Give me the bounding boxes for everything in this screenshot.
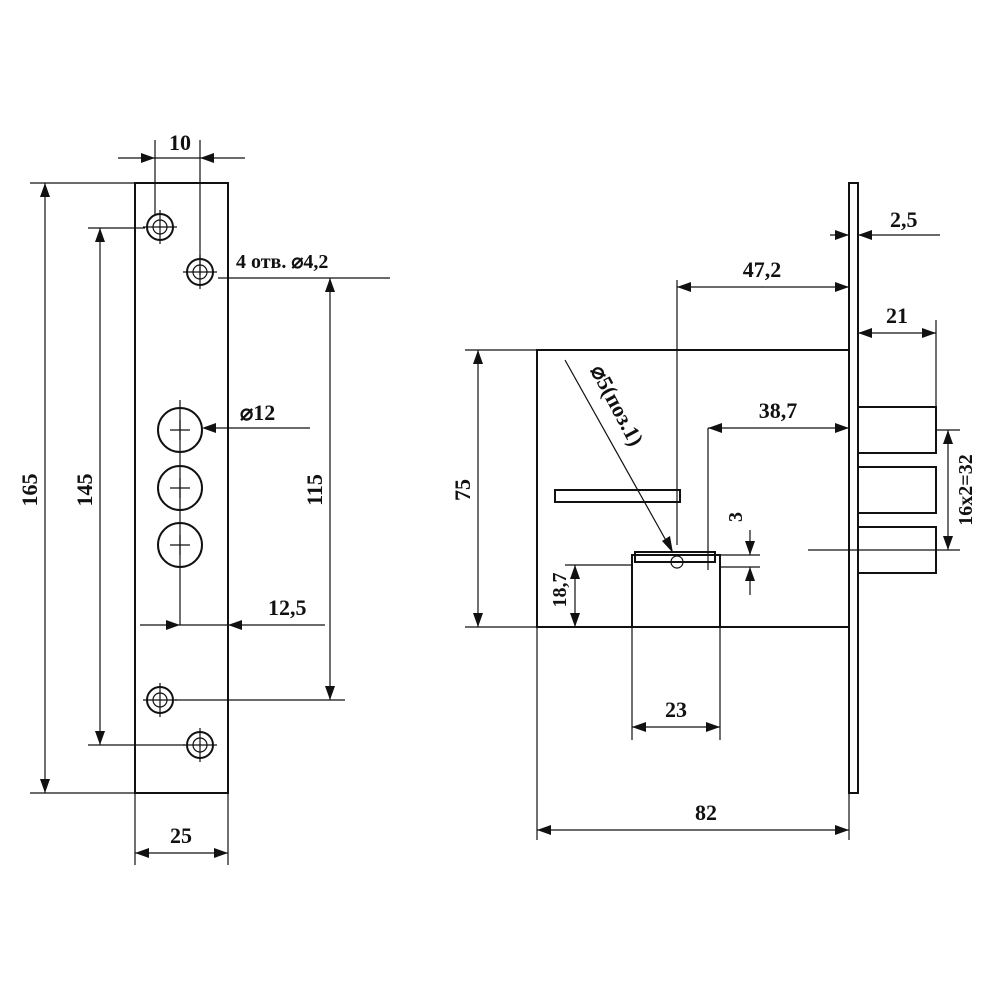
dim-height-165: 165 bbox=[17, 474, 42, 507]
dim-width-25: 25 bbox=[170, 823, 192, 848]
dim-height-75: 75 bbox=[450, 479, 475, 501]
pin-note: ⌀5(поз.1) bbox=[586, 361, 649, 450]
dim-height-115: 115 bbox=[302, 474, 327, 506]
dim-height-145: 145 bbox=[72, 474, 97, 507]
faceplate-side bbox=[848, 182, 859, 794]
dim-offset-12-5: 12,5 bbox=[268, 595, 307, 620]
side-view: 2,5 47,2 21 38,7 16x2=32 75 ⌀5(поз.1) bbox=[450, 182, 977, 840]
lock-body-outline bbox=[536, 349, 850, 628]
dim-height-18-7: 18,7 bbox=[549, 573, 571, 608]
dim-thickness-2-5: 2,5 bbox=[890, 207, 918, 232]
bolt bbox=[857, 406, 937, 454]
cylinder-hole-label: ⌀12 bbox=[240, 400, 275, 425]
dim-slot-3: 3 bbox=[725, 512, 747, 522]
dim-backset-38-7: 38,7 bbox=[759, 398, 798, 423]
dim-width-10: 10 bbox=[169, 130, 191, 155]
mounting-hole bbox=[183, 255, 217, 289]
mounting-hole bbox=[143, 210, 177, 244]
dim-projection-21: 21 bbox=[886, 303, 908, 328]
holes-spec-label: 4 отв. ⌀4,2 bbox=[236, 251, 328, 273]
dim-depth-82: 82 bbox=[695, 800, 717, 825]
faceplate-outline bbox=[134, 182, 229, 794]
bolt bbox=[857, 466, 937, 514]
dim-width-23: 23 bbox=[665, 697, 687, 722]
dim-bolt-spacing: 16x2=32 bbox=[955, 454, 977, 525]
dim-backset-47-2: 47,2 bbox=[743, 257, 782, 282]
key-slot bbox=[631, 554, 721, 627]
lever-slot bbox=[554, 489, 681, 503]
mounting-hole bbox=[183, 728, 217, 762]
mounting-hole bbox=[143, 683, 177, 717]
front-view: 10 4 отв. ⌀4,2 bbox=[17, 130, 390, 865]
